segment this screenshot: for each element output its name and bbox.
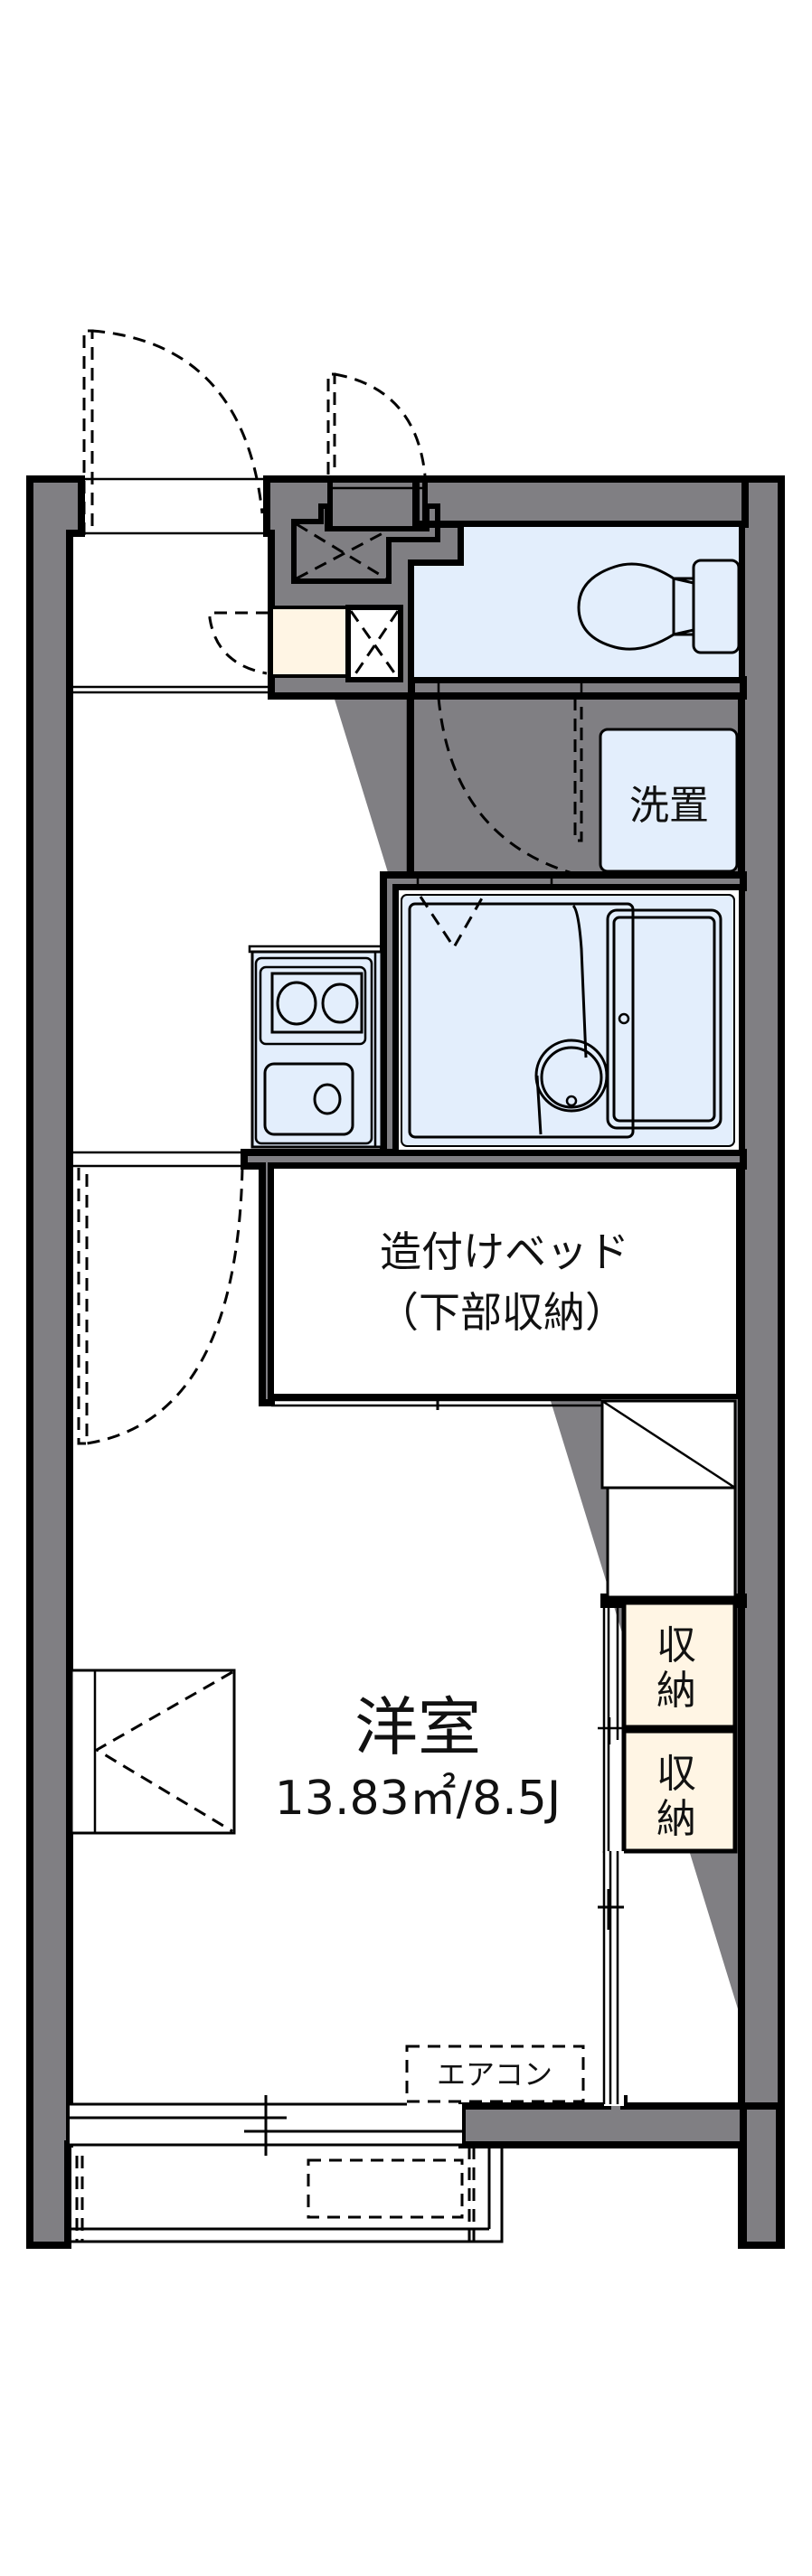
storage-2-label-line1: 収 [656,1751,696,1797]
washer-space-label: 洗置 [629,783,709,829]
bath-door-opening [416,873,553,889]
refrigerator-diagonal [601,1399,736,1490]
wall-bottom-right-pillar [740,2102,783,2249]
storage-closet-1[interactable] [621,1600,738,1730]
shoe-cabinet-door-swing [208,611,269,675]
wall-left [26,475,85,2249]
bathtub [606,908,722,1130]
pipe-space-x-mark [296,522,387,580]
bed-label-line2: （下部収納） [377,1288,627,1337]
sink-basin [263,1062,354,1136]
room-door-leaf [77,1168,89,1445]
bed-label-line1: 造付けベッド [380,1227,629,1276]
bathtub-drain-icon [618,1012,630,1025]
window-bay-opening-mark [94,1670,233,1833]
burner-right-icon [321,982,359,1024]
built-in-bed [269,1163,741,1399]
meter-box-door-swing [326,372,427,476]
basin-stand [535,1075,543,1135]
entrance-door-swing [82,329,264,535]
basin-drain-icon [565,1095,578,1107]
balcony-outline [68,2143,504,2243]
basin-icon [540,1046,603,1109]
pipe-space [291,503,440,584]
storage-2-label-line2: 納 [656,1796,696,1842]
balcony [68,2143,504,2243]
room-name: 洋室 [354,1690,481,1764]
kitchen-counter-inner [254,956,373,1145]
western-room: 洋室 13.83㎡/8.5J [70,1669,561,1835]
air-conditioner-label: エアコン [437,2057,552,2092]
shoe-cabinet [269,606,350,678]
room-door-opening [68,1151,246,1168]
balcony-partition-right [467,2147,476,2242]
stove-top [270,972,364,1034]
shower-hose [571,904,588,1058]
window-bay [70,1669,236,1835]
bath-floor [401,894,735,1147]
room-area: 13.83㎡/8.5J [275,1772,561,1826]
burner-left-icon [276,981,317,1026]
stove-panel [259,965,367,1046]
room-door-swing [86,1167,244,1445]
wash-area [408,902,635,1139]
toilet-door-swing [437,697,580,877]
storage-closet-2[interactable] [621,1728,738,1854]
wall-bath-bottom [241,1149,747,1406]
toilet-door-leaf [573,698,583,842]
cupboard-x-mark [349,610,400,679]
entrance-opening [80,477,269,535]
closet-door-lower [604,1851,624,2106]
toilet-icon [577,559,741,654]
storage-1-label-line1: 収 [656,1622,696,1669]
air-conditioner [405,2045,585,2103]
washing-machine-space [599,728,739,873]
toilet-room [409,522,744,682]
kitchen-counter [250,950,383,1149]
storage-1-label-line2: 納 [656,1668,696,1714]
bathtub-inner [612,916,716,1123]
wall-right [738,475,785,2249]
balcony-window[interactable] [70,2095,462,2156]
outdoor-ac-unit [307,2158,464,2219]
open-shelf-space [606,1486,737,1599]
balcony-partition-left [75,2156,84,2242]
sink-drain-icon [313,1083,342,1115]
